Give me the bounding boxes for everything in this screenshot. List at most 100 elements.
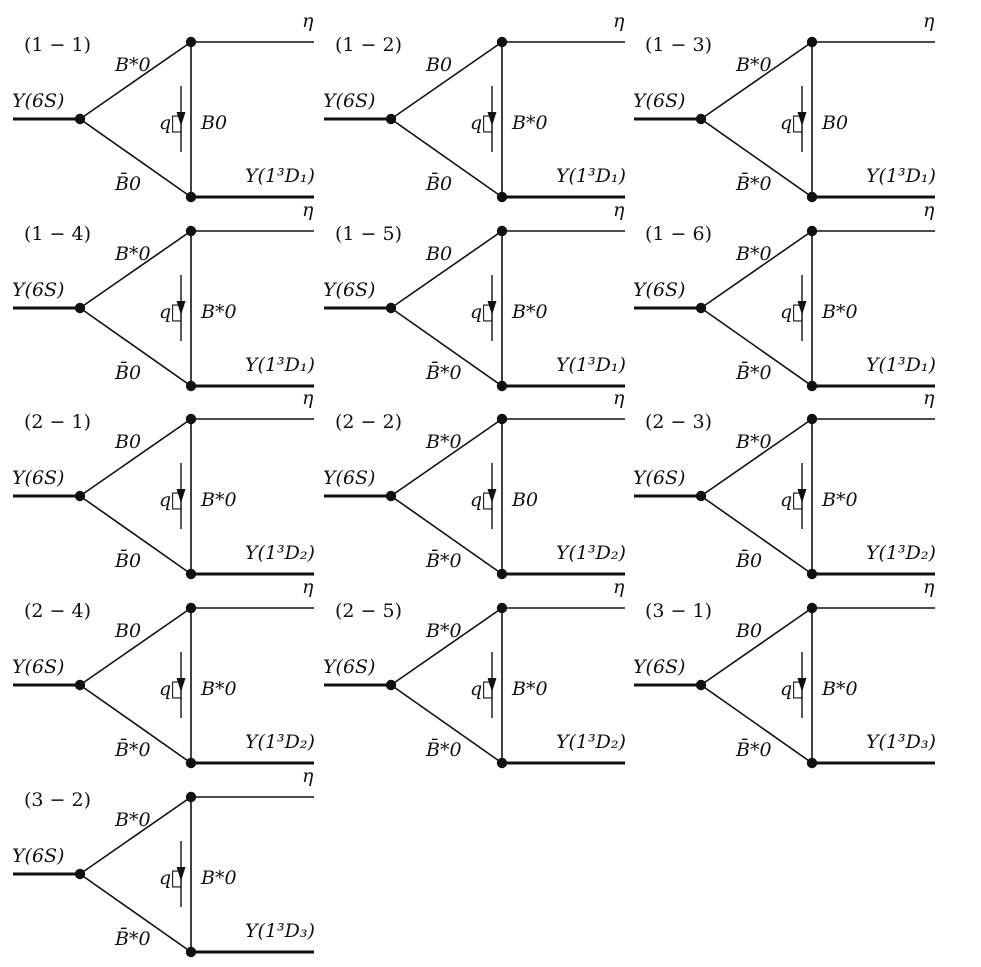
vertex-left bbox=[385, 679, 397, 691]
momentum-arrow-icon bbox=[487, 678, 497, 692]
lower-meson-label: B̄0 bbox=[425, 172, 452, 195]
feynman-diagram: (3 − 1)Υ(6S)ηq⃗B0B̄*0B*0Υ(1³D₃) bbox=[633, 576, 936, 769]
initial-state-label: Υ(6S) bbox=[12, 845, 64, 867]
vertex-left bbox=[695, 302, 707, 314]
eta-label: η bbox=[302, 199, 314, 221]
exchanged-meson-label: B*0 bbox=[511, 678, 548, 700]
upper-meson-label: B0 bbox=[114, 431, 141, 453]
momentum-label: q⃗ bbox=[780, 112, 804, 134]
feynman-diagram: (2 − 5)Υ(6S)ηq⃗B*0B̄*0B*0Υ(1³D₂) bbox=[323, 576, 626, 769]
momentum-label: q⃗ bbox=[780, 678, 804, 700]
lower-meson-label: B̄*0 bbox=[425, 738, 462, 761]
momentum-arrow-icon bbox=[176, 112, 186, 126]
vertex-left bbox=[74, 302, 86, 314]
momentum-arrow-icon bbox=[797, 678, 807, 692]
upper-meson-line bbox=[79, 230, 192, 309]
momentum-label: q⃗ bbox=[159, 301, 183, 323]
feynman-diagram: (2 − 1)Υ(6S)ηq⃗B0B̄0B*0Υ(1³D₂) bbox=[12, 387, 315, 580]
vertex-left bbox=[74, 679, 86, 691]
upper-meson-line bbox=[700, 41, 813, 120]
final-state-label: Υ(1³D₁) bbox=[556, 165, 626, 187]
feynman-diagram: (1 − 2)Υ(6S)ηq⃗B0B̄0B*0Υ(1³D₁) bbox=[323, 10, 626, 203]
lower-meson-line bbox=[390, 118, 503, 198]
vertex-left bbox=[74, 490, 86, 502]
vertex-left bbox=[74, 113, 86, 125]
final-state-label: Υ(1³D₁) bbox=[866, 354, 936, 376]
momentum-label: q⃗ bbox=[159, 867, 183, 889]
final-state-label: Υ(1³D₂) bbox=[245, 542, 315, 564]
lower-meson-label: B̄*0 bbox=[735, 738, 772, 761]
eta-label: η bbox=[302, 576, 314, 598]
vertex-left bbox=[695, 113, 707, 125]
lower-meson-line bbox=[79, 495, 192, 575]
initial-state-label: Υ(6S) bbox=[323, 90, 375, 112]
vertex-left bbox=[74, 868, 86, 880]
vertex-top bbox=[806, 602, 818, 614]
vertex-bottom bbox=[185, 946, 197, 958]
final-state-label: Υ(1³D₁) bbox=[866, 165, 936, 187]
lower-meson-line bbox=[700, 495, 813, 575]
eta-label: η bbox=[923, 10, 935, 32]
momentum-arrow-icon bbox=[487, 489, 497, 503]
eta-label: η bbox=[613, 576, 625, 598]
momentum-arrow-icon bbox=[797, 112, 807, 126]
diagram-tag: (1 − 2) bbox=[335, 34, 402, 56]
vertex-bottom bbox=[496, 568, 508, 580]
feynman-diagram: (3 − 2)Υ(6S)ηq⃗B*0B̄*0B*0Υ(1³D₃) bbox=[12, 765, 315, 958]
exchanged-meson-label: B*0 bbox=[200, 867, 237, 889]
momentum-arrow-icon bbox=[176, 678, 186, 692]
vertex-top bbox=[806, 36, 818, 48]
vertex-left bbox=[385, 302, 397, 314]
upper-meson-label: B*0 bbox=[735, 243, 772, 265]
upper-meson-line bbox=[79, 418, 192, 497]
vertex-top bbox=[185, 36, 197, 48]
upper-meson-label: B0 bbox=[114, 620, 141, 642]
lower-meson-label: B̄0 bbox=[735, 549, 762, 572]
exchanged-meson-label: B*0 bbox=[511, 301, 548, 323]
vertex-bottom bbox=[185, 191, 197, 203]
final-state-label: Υ(1³D₁) bbox=[245, 165, 315, 187]
diagram-tag: (1 − 6) bbox=[645, 223, 712, 245]
diagram-tag: (2 − 3) bbox=[645, 411, 712, 433]
exchanged-meson-label: B*0 bbox=[200, 301, 237, 323]
lower-meson-label: B̄*0 bbox=[425, 361, 462, 384]
momentum-label: q⃗ bbox=[159, 112, 183, 134]
upper-meson-label: B*0 bbox=[425, 620, 462, 642]
vertex-bottom bbox=[496, 757, 508, 769]
diagram-tag: (1 − 3) bbox=[645, 34, 712, 56]
initial-state-label: Υ(6S) bbox=[12, 467, 64, 489]
upper-meson-label: B*0 bbox=[735, 431, 772, 453]
vertex-top bbox=[496, 413, 508, 425]
lower-meson-label: B̄*0 bbox=[735, 172, 772, 195]
exchanged-meson-label: B*0 bbox=[821, 678, 858, 700]
exchanged-meson-label: B0 bbox=[821, 112, 848, 134]
vertex-bottom bbox=[185, 568, 197, 580]
momentum-label: q⃗ bbox=[470, 678, 494, 700]
vertex-top bbox=[185, 791, 197, 803]
vertex-bottom bbox=[806, 568, 818, 580]
momentum-arrow-icon bbox=[797, 301, 807, 315]
eta-label: η bbox=[613, 199, 625, 221]
vertex-bottom bbox=[806, 757, 818, 769]
vertex-bottom bbox=[806, 380, 818, 392]
upper-meson-line bbox=[700, 418, 813, 497]
momentum-label: q⃗ bbox=[159, 678, 183, 700]
vertex-top bbox=[185, 602, 197, 614]
diagram-tag: (3 − 2) bbox=[24, 789, 91, 811]
lower-meson-label: B̄*0 bbox=[425, 549, 462, 572]
eta-label: η bbox=[302, 387, 314, 409]
feynman-diagram: (2 − 4)Υ(6S)ηq⃗B0B̄*0B*0Υ(1³D₂) bbox=[12, 576, 315, 769]
lower-meson-line bbox=[700, 307, 813, 387]
momentum-arrow-icon bbox=[797, 489, 807, 503]
initial-state-label: Υ(6S) bbox=[633, 90, 685, 112]
eta-label: η bbox=[613, 387, 625, 409]
lower-meson-line bbox=[390, 307, 503, 387]
final-state-label: Υ(1³D₁) bbox=[556, 354, 626, 376]
final-state-label: Υ(1³D₃) bbox=[866, 731, 936, 753]
exchanged-meson-label: B*0 bbox=[821, 489, 858, 511]
eta-label: η bbox=[302, 10, 314, 32]
lower-meson-label: B̄0 bbox=[114, 361, 141, 384]
